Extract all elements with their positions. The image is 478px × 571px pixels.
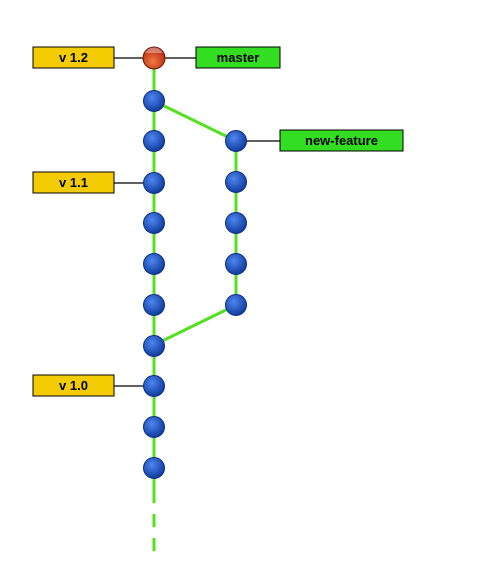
commit-node [143, 172, 165, 194]
commit-node [143, 416, 165, 438]
tag-label-v1-1: v 1.1 [32, 171, 115, 194]
branch-label-new-feature: new-feature [279, 129, 404, 152]
tag-text: v 1.1 [59, 175, 88, 190]
commit-node [143, 375, 165, 397]
commit-node [225, 253, 247, 275]
edge-merge [153, 303, 237, 347]
tag-label-v1-0: v 1.0 [32, 374, 115, 397]
feature-commits [225, 130, 247, 316]
commit-node [143, 335, 165, 357]
head-commit-node [142, 46, 166, 70]
commit-node [225, 212, 247, 234]
commit-node [143, 130, 165, 152]
head-commit [142, 46, 166, 70]
main-commits [143, 90, 165, 479]
branch-text: new-feature [305, 133, 378, 148]
tag-text: v 1.2 [59, 50, 88, 65]
branch-text: master [217, 50, 260, 65]
commit-node [143, 253, 165, 275]
tag-label-v1-2: v 1.2 [32, 46, 115, 69]
commit-node [225, 294, 247, 316]
commit-node [225, 130, 247, 152]
connectors [114, 57, 280, 387]
head-commit-highlight [145, 47, 163, 53]
commit-node [225, 171, 247, 193]
commit-node [143, 457, 165, 479]
commit-node [143, 90, 165, 112]
commit-node [143, 294, 165, 316]
tag-text: v 1.0 [59, 378, 88, 393]
edges [152, 58, 238, 556]
commit-node [143, 212, 165, 234]
edge-fork [153, 99, 237, 143]
branch-label-master: master [195, 46, 281, 69]
